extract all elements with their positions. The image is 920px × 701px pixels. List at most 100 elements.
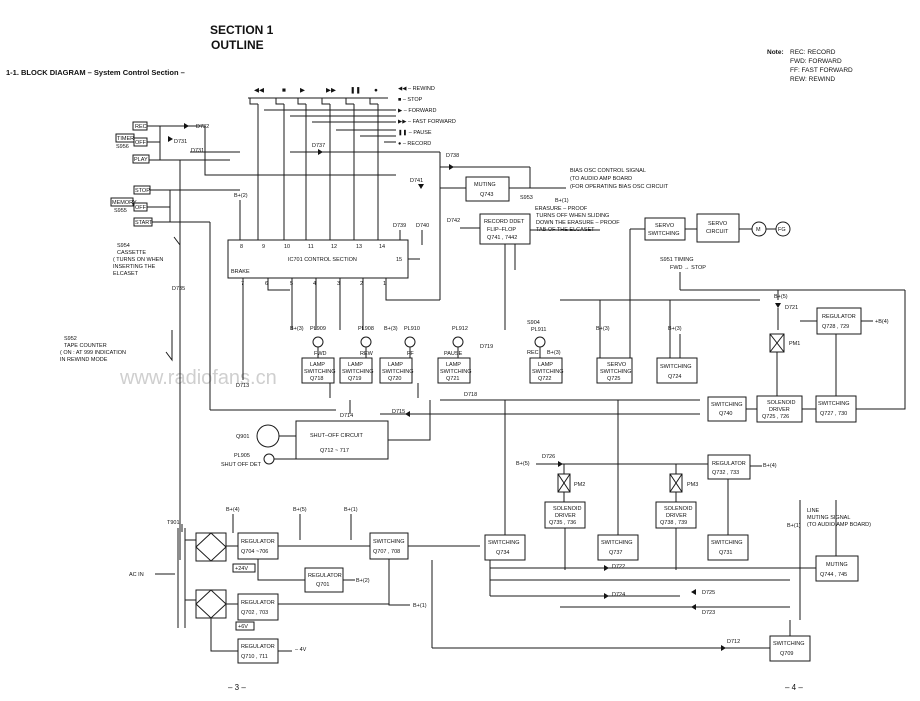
page-number-right: – 4 – xyxy=(785,683,803,692)
svg-text:CASSETTE: CASSETTE xyxy=(117,250,146,256)
svg-text:FWD: FWD xyxy=(314,351,327,357)
svg-text:Q709: Q709 xyxy=(780,651,793,657)
svg-text:LAMP: LAMP xyxy=(446,362,461,368)
regulator-q704-block xyxy=(237,532,279,560)
lamp-switching-q720-block xyxy=(379,357,413,384)
svg-text:D731: D731 xyxy=(191,148,204,154)
svg-text:13: 13 xyxy=(356,244,362,250)
svg-text:Q720: Q720 xyxy=(388,376,401,382)
lamp-switching-q719-block xyxy=(339,357,373,384)
svg-text:Q702 , 703: Q702 , 703 xyxy=(241,610,268,616)
svg-text:Q725 , 726: Q725 , 726 xyxy=(762,414,789,420)
bridge-rectifier-2-icon xyxy=(195,589,227,619)
svg-text:– 4V: – 4V xyxy=(295,647,307,653)
svg-text:Q721: Q721 xyxy=(446,376,459,382)
svg-text:FG: FG xyxy=(778,227,786,233)
svg-text:OFF: OFF xyxy=(135,205,147,211)
bplus5-label: B+(5) xyxy=(774,294,788,300)
svg-text:Q731: Q731 xyxy=(719,550,732,556)
legend-stop: ■ – STOP xyxy=(398,97,423,103)
q901-label: Q901 xyxy=(236,434,249,440)
solenoid-driver-q738-block xyxy=(655,501,697,529)
section-subtitle: OUTLINE xyxy=(211,38,264,52)
svg-text:REGULATOR: REGULATOR xyxy=(308,573,342,579)
servo-switching-q725-block xyxy=(596,357,633,384)
acin-label: AC IN xyxy=(129,572,144,578)
svg-text:Q712 ~ 717: Q712 ~ 717 xyxy=(320,448,349,454)
page-number-left: – 3 – xyxy=(228,683,246,692)
svg-text:CIRCUIT: CIRCUIT xyxy=(706,229,729,235)
svg-text:SWITCHING: SWITCHING xyxy=(440,369,471,375)
svg-text:SHUT–OFF CIRCUIT: SHUT–OFF CIRCUIT xyxy=(310,433,364,439)
regulator-q701-block xyxy=(304,567,344,593)
svg-text:Q701: Q701 xyxy=(316,582,329,588)
switching-q731-block xyxy=(707,534,749,561)
d715-label: D715 xyxy=(392,409,405,415)
svg-text:SWITCHING: SWITCHING xyxy=(711,402,742,408)
svg-text:B+(1): B+(1) xyxy=(555,198,569,204)
svg-text:B+(4): B+(4) xyxy=(763,463,777,469)
d714-label: D714 xyxy=(340,413,353,419)
diode-d731-icon xyxy=(168,136,173,142)
svg-text:B+(3): B+(3) xyxy=(290,326,304,332)
regulator-q710-block xyxy=(237,638,279,664)
svg-text:TIMER: TIMER xyxy=(117,136,134,142)
regulator-q702-block xyxy=(237,593,279,621)
svg-text:MEMORY: MEMORY xyxy=(112,200,137,206)
svg-text:STOP: STOP xyxy=(135,188,150,194)
pl905-lamp-icon xyxy=(263,453,275,465)
svg-text:REGULATOR: REGULATOR xyxy=(712,461,746,467)
svg-text:2: 2 xyxy=(360,281,363,287)
lamp-rec: S904 PL911 REC B+(3) LAMP SWITCHING Q722 xyxy=(527,320,563,384)
svg-text:(TO AUDIO AMP BOARD): (TO AUDIO AMP BOARD) xyxy=(807,522,871,528)
bplus2-label: B+(2) xyxy=(234,193,248,199)
switching-q737-block xyxy=(597,534,639,561)
svg-text:Q743: Q743 xyxy=(480,192,493,198)
svg-text:LAMP: LAMP xyxy=(388,362,403,368)
lamp-ff: B+(3) PL910 FF LAMP SWITCHING Q720 xyxy=(379,326,420,384)
svg-text:14: 14 xyxy=(379,244,385,250)
switching-q707-block xyxy=(369,532,409,560)
svg-text:8: 8 xyxy=(240,244,243,250)
svg-text:SWITCHING: SWITCHING xyxy=(373,539,404,545)
svg-text:SWITCHING: SWITCHING xyxy=(532,369,563,375)
svg-text:12: 12 xyxy=(331,244,337,250)
lamp-switching-q722-block xyxy=(529,357,563,384)
d712-label: D712 xyxy=(727,639,740,645)
svg-text:S955: S955 xyxy=(114,208,127,214)
muting-q744-block xyxy=(815,555,859,582)
svg-text:SWITCHING: SWITCHING xyxy=(660,364,691,370)
svg-text:B+(4): B+(4) xyxy=(226,507,240,513)
lamp-switching-q718-block xyxy=(301,357,335,384)
svg-text:1: 1 xyxy=(383,281,386,287)
svg-text:B+(3): B+(3) xyxy=(596,326,610,332)
t901-label: T901 xyxy=(167,520,180,526)
svg-text:RECORD DDET: RECORD DDET xyxy=(484,219,525,225)
switching-q727-block xyxy=(815,395,857,423)
svg-text:LINE: LINE xyxy=(807,508,820,514)
svg-text:DRIVER: DRIVER xyxy=(769,407,790,413)
muting-q743-block xyxy=(465,176,510,202)
svg-text:S904: S904 xyxy=(527,320,540,326)
diode-d725-icon xyxy=(691,589,696,595)
svg-text:B+(2): B+(2) xyxy=(356,578,370,584)
svg-text:REC: REC xyxy=(527,350,539,356)
svg-text:Q719: Q719 xyxy=(348,376,361,382)
svg-text:SHUT OFF DET: SHUT OFF DET xyxy=(221,462,262,468)
svg-text:Q738 , 739: Q738 , 739 xyxy=(660,520,687,526)
switching-q740-block xyxy=(707,396,747,422)
svg-text:Q722: Q722 xyxy=(538,376,551,382)
svg-text:TAPE COUNTER: TAPE COUNTER xyxy=(64,343,107,349)
d718-label: D718 xyxy=(464,392,477,398)
svg-text:SERVO: SERVO xyxy=(607,362,627,368)
solenoid-driver-q735-block xyxy=(544,501,586,529)
svg-text:4: 4 xyxy=(313,281,316,287)
svg-text:Q724: Q724 xyxy=(668,374,681,380)
svg-text:+B(4): +B(4) xyxy=(875,319,889,325)
svg-text:S956: S956 xyxy=(116,144,129,150)
svg-text:PAUSE: PAUSE xyxy=(444,351,463,357)
regulator-q728-block xyxy=(816,307,862,335)
svg-text:B+(3): B+(3) xyxy=(547,350,561,356)
switching-q709-block xyxy=(769,635,811,662)
note-line: REC: RECORD xyxy=(790,49,836,56)
